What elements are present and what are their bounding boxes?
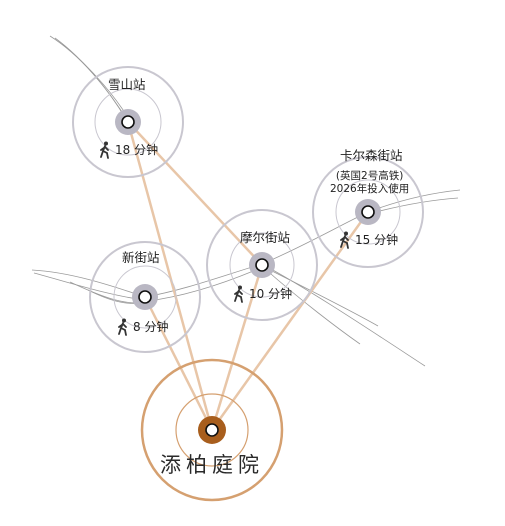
station-molka-dot	[255, 258, 269, 272]
station-molka-outer-ring	[206, 209, 318, 321]
station-carlsen-note-line2: 2026年投入使用	[330, 183, 410, 195]
station-snow-marker[interactable]	[72, 66, 184, 178]
station-molka-inner-ring	[229, 232, 295, 298]
rail-line-southeast-1	[261, 263, 426, 367]
rail-line-west-1	[31, 269, 146, 298]
rail-line-southeast-3	[261, 265, 379, 327]
route-home-kaaxin	[143, 296, 214, 431]
station-carlsen-marker[interactable]	[312, 156, 424, 268]
station-molka-walk: 10 分钟	[232, 285, 292, 303]
station-snow-walk: 18 分钟	[98, 141, 158, 159]
station-carlsen-walk: 15 分钟	[338, 231, 398, 249]
station-carlsen-outer-ring	[312, 156, 424, 268]
station-kaaxin-marker[interactable]	[89, 241, 201, 353]
home-outer-ring	[140, 358, 284, 502]
walking-person-icon	[234, 285, 243, 303]
home-dot	[205, 423, 219, 437]
home-marker[interactable]	[140, 358, 284, 502]
route-home-molka	[210, 264, 264, 431]
station-kaaxin-inner-ring	[113, 265, 177, 329]
walking-person-icon	[100, 141, 109, 159]
rail-line-southeast-2	[262, 266, 361, 345]
station-snow-dot	[121, 115, 135, 129]
home-inner-ring	[175, 393, 249, 467]
station-kaaxin-outer-ring	[89, 241, 201, 353]
station-kaaxin-walk-time: 8 分钟	[133, 320, 169, 334]
station-snow-walk-time: 18 分钟	[115, 143, 159, 157]
station-carlsen-dot	[361, 205, 375, 219]
station-snow-outer-ring	[72, 66, 184, 178]
station-molka-marker[interactable]	[206, 209, 318, 321]
station-snow-inner-ring	[94, 88, 162, 156]
station-carlsen-walk-time: 15 分钟	[355, 233, 399, 247]
station-kaaxin-name: 新街站	[122, 250, 160, 265]
station-kaaxin-walk: 8 分钟	[116, 318, 168, 336]
route-home-carlsen	[210, 211, 370, 431]
walking-routes	[126, 121, 370, 431]
rail-line-east-3	[367, 197, 459, 215]
route-home-snow	[126, 121, 214, 431]
station-carlsen-inner-ring	[335, 179, 401, 245]
station-molka-name: 摩尔街站	[240, 230, 291, 245]
station-kaaxin-dot	[138, 290, 152, 304]
station-carlsen-note: (英国2号高铁) 2026年投入使用	[330, 170, 409, 196]
station-snow-name: 雪山站	[108, 77, 146, 92]
station-carlsen-name: 卡尔森街站	[340, 148, 403, 163]
walking-person-icon	[340, 231, 349, 249]
walking-person-icon	[118, 318, 127, 336]
station-carlsen-note-line1: (英国2号高铁)	[335, 170, 404, 182]
home-name: 添柏庭院	[160, 453, 264, 477]
station-molka-walk-time: 10 分钟	[249, 287, 293, 301]
